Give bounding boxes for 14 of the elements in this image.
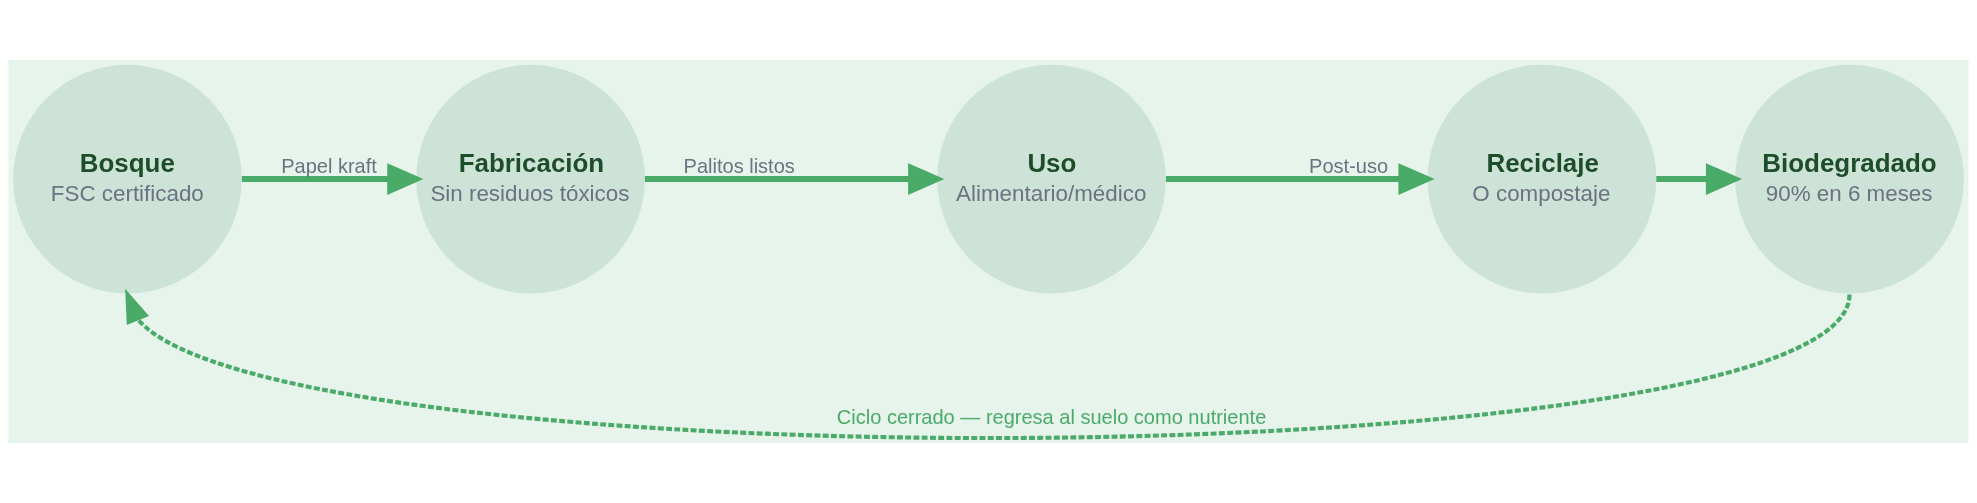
node-circle: Reciclaje O compostaje — [1427, 64, 1657, 294]
arrow — [1656, 163, 1743, 195]
node-circle: Biodegradado 90% en 6 meses — [1735, 64, 1964, 294]
arrow — [241, 163, 424, 195]
edge-label: Ciclo cerrado — regresa al suelo como nutriente — [836, 405, 1267, 428]
node-circle: Bosque FSC certificado — [13, 64, 242, 294]
node-circle: Uso Alimentario/médico — [937, 64, 1166, 294]
node-circle: Fabricación Sin residuos tóxicos — [416, 64, 645, 294]
arrow — [644, 163, 945, 195]
edge-label: Palitos listos — [683, 154, 795, 177]
arrow — [125, 288, 1852, 440]
arrow — [1165, 163, 1435, 195]
edge-label: Papel kraft — [281, 154, 377, 177]
edge-label: Post-uso — [1309, 154, 1389, 177]
